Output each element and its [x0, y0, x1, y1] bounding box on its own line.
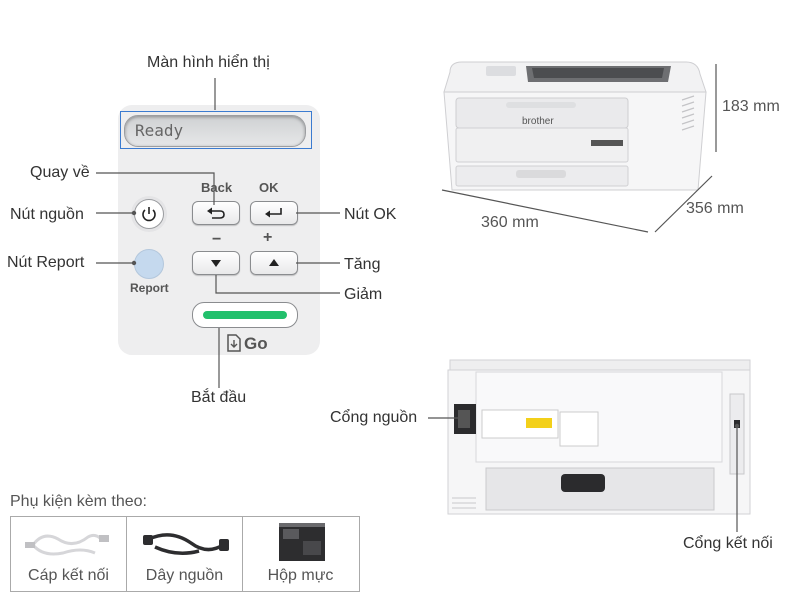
connect-port-callout-label: Cổng kết nối — [683, 535, 773, 552]
power-icon — [142, 207, 156, 222]
triangle-up-icon — [269, 259, 279, 266]
power-port-callout-label: Cổng nguồn — [330, 409, 418, 426]
go-button[interactable] — [192, 302, 298, 328]
minus-key-label: − — [212, 231, 222, 248]
report-button[interactable] — [134, 249, 164, 279]
accessory-label: Dây nguồn — [145, 567, 224, 584]
back-key-label: Back — [201, 180, 233, 195]
printer-front-image — [443, 61, 707, 191]
accessories-box: Cáp kết nối Dây nguồn Hộp mực — [10, 516, 360, 592]
accessory-item: Hộp mực — [243, 517, 358, 591]
minus-callout-label: Giảm — [344, 286, 383, 303]
toner-cartridge-icon — [279, 523, 325, 561]
ok-key-label: OK — [259, 180, 279, 195]
plus-callout-label: Tăng — [344, 256, 381, 273]
accessories-title: Phụ kiện kèm theo: — [10, 493, 147, 510]
report-key-label: Report — [130, 281, 169, 295]
display-callout-label: Màn hình hiển thị — [147, 54, 270, 71]
accessory-label: Cáp kết nối — [28, 567, 109, 584]
ok-callout-label: Nút OK — [344, 206, 397, 223]
power-cord-icon — [143, 533, 229, 555]
lcd-screen: Ready — [124, 115, 306, 147]
plus-key-label: + — [263, 229, 273, 246]
brand-logo-text: brother — [522, 116, 554, 127]
printer-back-image — [447, 359, 751, 515]
height-dimension: 183 mm — [722, 98, 780, 115]
go-key-label: Go — [244, 334, 268, 353]
depth-dimension: 356 mm — [686, 200, 744, 217]
triangle-down-icon — [211, 260, 221, 267]
go-callout-label: Bắt đầu — [191, 389, 247, 406]
back-arrow-icon — [207, 207, 225, 219]
ok-button[interactable] — [250, 201, 298, 225]
width-dimension: 360 mm — [481, 214, 539, 231]
accessory-item: Dây nguồn — [127, 517, 243, 591]
lcd-screen-text: Ready — [135, 121, 184, 140]
display-highlight-frame — [120, 111, 312, 149]
usb-cable-icon — [25, 533, 109, 556]
back-button[interactable] — [192, 201, 240, 225]
report-callout-label: Nút Report — [7, 254, 85, 271]
power-callout-label: Nút nguồn — [10, 206, 84, 223]
accessory-label: Hộp mực — [267, 567, 334, 584]
document-icon — [227, 334, 241, 352]
enter-icon — [265, 208, 282, 218]
back-callout-label: Quay về — [30, 164, 90, 181]
go-indicator-bar — [203, 311, 287, 319]
minus-button[interactable] — [192, 251, 240, 275]
plus-button[interactable] — [250, 251, 298, 275]
accessory-item: Cáp kết nối — [11, 517, 127, 591]
